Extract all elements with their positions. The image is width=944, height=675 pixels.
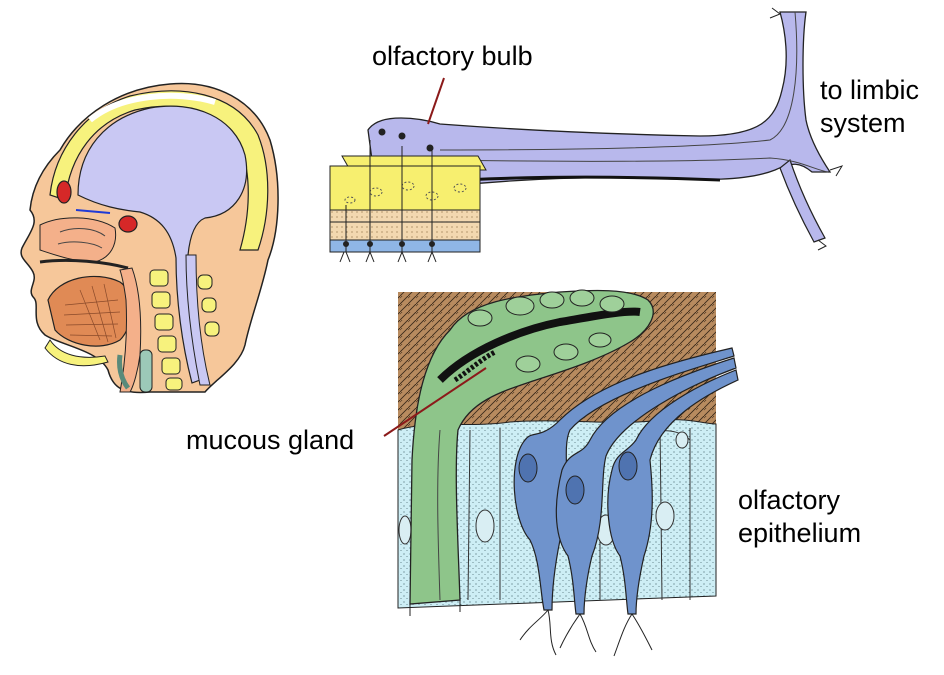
gland-stalk-line (437, 429, 441, 601)
label-limbic-line1: to limbic (820, 75, 920, 105)
label-olfactory-bulb: olfactory bulb (372, 41, 533, 71)
plate-layer-1 (329, 209, 481, 223)
basal-fibers (409, 600, 653, 657)
nasal-turbinates (57, 228, 106, 249)
label-olfactory-epithelium: olfactory epithelium (738, 484, 861, 550)
gland-lobules (467, 289, 625, 373)
skull-bone (49, 90, 269, 251)
tract-end-top (769, 7, 782, 19)
tract-fiber-1 (439, 11, 798, 151)
epiglottis (117, 354, 131, 390)
brain-fold (88, 92, 216, 123)
bulb-leader-line (427, 77, 445, 125)
label-epithelium-line2: epithelium (738, 518, 862, 548)
receptor-nuclei (518, 451, 638, 505)
head-section (20, 82, 279, 394)
trachea (139, 349, 153, 393)
gland-leader-line (383, 367, 487, 437)
spinal-cord (185, 254, 211, 386)
tract-branch (779, 158, 826, 243)
plate-layer-2 (329, 221, 481, 241)
receptor-cell-2 (555, 357, 737, 615)
label-limbic-line2: system (820, 108, 906, 138)
mucous-gland (409, 289, 654, 605)
jaw-bone (44, 339, 109, 367)
epithelium-diagram (383, 289, 739, 657)
plate-layer-3 (329, 239, 481, 253)
plate-holes (344, 181, 467, 204)
olfactory-bulb-diagram (329, 7, 844, 263)
olfactory-region-line (75, 209, 111, 214)
cribriform-plate (329, 165, 481, 211)
palate (39, 258, 129, 270)
label-mucous-gland: mucous gland (186, 425, 355, 455)
receptor-cells (513, 347, 739, 615)
frontal-sinus (56, 180, 72, 204)
pharynx (119, 267, 142, 393)
receptor-cell-1 (513, 347, 735, 611)
gland-duct (437, 307, 641, 383)
label-epithelium-line1: olfactory (738, 485, 841, 515)
tract-end-bottom (817, 239, 827, 251)
receptor-axons (339, 128, 437, 263)
vertebrae (149, 269, 220, 391)
nasal-cavity (39, 217, 117, 263)
sphenoid-sinus (118, 215, 138, 233)
tongue-muscle (63, 283, 121, 343)
label-limbic-system: to limbic system (820, 74, 919, 140)
tract-end-right (829, 165, 844, 177)
receptor-cell-3 (607, 369, 739, 615)
tract-fiber-2 (439, 157, 829, 173)
